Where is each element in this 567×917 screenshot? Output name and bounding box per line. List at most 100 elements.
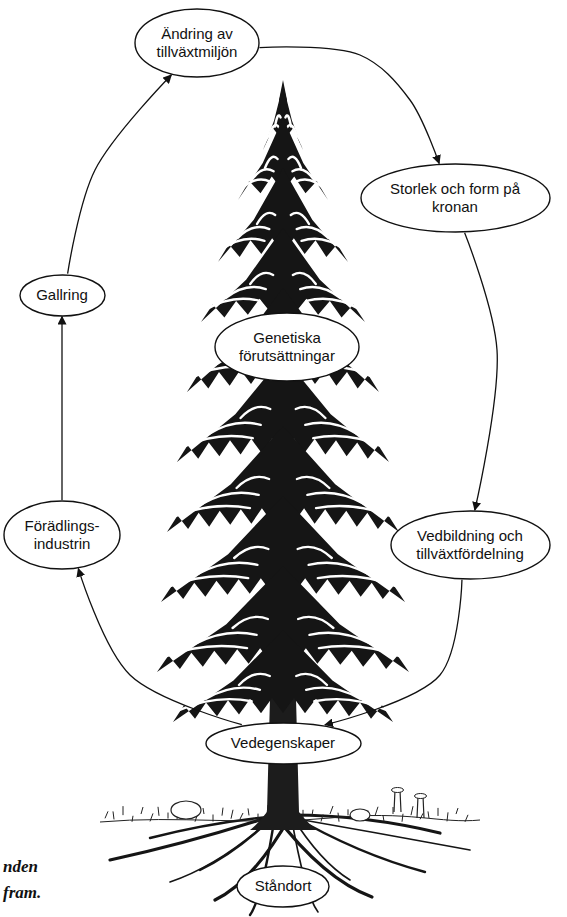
tree-drawing [132,816,133,822]
node-content: Gallring [19,274,106,317]
tree-drawing [394,790,401,812]
node-content: Ståndort [236,865,330,908]
tree-drawing [309,563,369,574]
ellipse-node: Ståndort [236,865,330,908]
tree-drawing [167,576,248,587]
tree-drawing [296,407,326,418]
ellipse-shape [361,164,550,232]
tree-drawing [168,813,169,819]
tree-drawing [420,813,423,819]
ellipse-node: Vedegenskaper [205,722,362,765]
tree-drawing [350,809,370,821]
tree-drawing [257,213,275,224]
node-label: Gallring [36,286,88,303]
tree-drawing [288,157,301,168]
caption-fragment: nden [3,857,38,877]
tree-drawing [173,630,393,722]
tree-drawing [313,436,383,447]
tree-drawing [141,807,143,814]
tree-drawing [293,273,316,284]
tree-drawing [179,699,252,710]
tree-drawing [297,227,329,238]
tree-drawing [411,806,413,815]
tree-drawing [205,299,260,310]
tree-drawing [240,179,270,190]
ellipse-shape [215,313,359,381]
tree-drawing [173,506,250,517]
tree-drawing [231,810,233,819]
ellipse-shape [4,501,120,569]
tree-drawing [171,801,201,819]
tree-drawing [239,674,270,685]
tree-drawing [158,807,159,816]
node-text-block: Vedbildning och tillväxtfördelning [415,527,525,563]
tree-drawing [305,423,357,434]
ellipse-node: Genetiska förutsättningar [214,312,360,382]
node-label: Vedbildning och tillväxtfördelning [416,527,524,562]
node-content: Förädlings- industrin [3,500,121,570]
ellipse-shape [206,723,361,764]
tree-drawing [209,423,261,434]
tree-drawing [402,814,403,822]
node-label: Förädlings- industrin [24,517,99,552]
tree-drawing [195,633,257,644]
node-text-block: Storlek och form på kronan [389,180,522,216]
ellipse-node: Storlek och form på kronan [360,163,551,233]
tree-drawing [392,788,404,793]
tree-drawing [297,477,329,488]
tree-drawing [234,547,268,558]
tree-drawing [319,646,403,657]
node-text-block: Gallring [35,286,89,304]
tree-drawing [309,633,371,644]
tree-drawing [316,506,393,517]
cycle-arrow [61,317,62,501]
tree-drawing [163,646,247,657]
tree-drawing [182,436,252,447]
tree-drawing [226,287,266,298]
node-label: Genetiska förutsättningar [239,329,335,364]
tree-drawing [307,493,364,504]
cycle-arrow [465,233,498,510]
node-content: Ändring av tillväxtmiljön [134,8,260,78]
tree-drawing [238,227,270,238]
cycle-arrow [78,569,241,725]
tree-drawing [383,815,384,821]
tree-drawing [296,179,326,190]
tree-drawing [265,157,278,168]
node-text-block: Förädlings- industrin [23,517,101,553]
tree-drawing [123,806,124,815]
node-text-block: Ändring av tillväxtmiljön [156,25,239,61]
tree-drawing [221,239,264,250]
node-label: Vedegenskaper [231,734,335,751]
cycle-arrow [68,75,172,274]
tree-drawing [248,808,249,815]
tree-drawing [258,814,259,822]
tree-drawing [321,815,323,822]
node-label: Ståndort [255,877,312,894]
tree-drawing [393,807,394,814]
tree-drawing [306,299,361,310]
ellipse-shape [391,511,550,579]
node-content: Vedbildning och tillväxtfördelning [390,510,551,580]
node-text-block: Vedegenskaper [230,734,337,752]
tree-drawing [318,576,399,587]
tree-drawing [279,80,287,118]
tree-drawing [306,688,360,699]
cycle-arrow [325,580,462,725]
tree-drawing [237,477,269,488]
tree-drawing [296,674,327,685]
tree-drawing [428,811,429,818]
ellipse-node: Vedbildning och tillväxtfördelning [390,510,551,580]
tree-drawing [348,809,349,815]
ellipse-node: Förädlings- industrin [3,500,121,570]
tree-drawing [300,287,340,298]
tree-drawing [415,794,427,799]
tree-drawing [302,239,345,250]
tree-drawing [298,547,332,558]
cycle-arrow [259,47,439,164]
tree-drawing [233,617,268,628]
tree-drawing [113,811,114,819]
